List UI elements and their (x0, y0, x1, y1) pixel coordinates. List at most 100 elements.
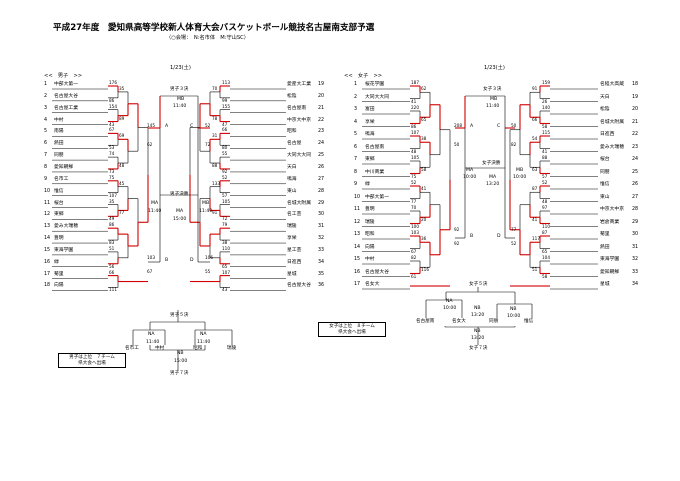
boys-final-venue: MA (176, 209, 184, 214)
team-seed-number: 14 (354, 244, 361, 250)
score-label: 92 (222, 168, 228, 174)
boys-final-time: 15:00 (173, 217, 187, 222)
score-label: 74 (109, 151, 115, 157)
team-seed-number: 11 (354, 207, 361, 212)
team-seed-number: 17 (44, 271, 51, 277)
team-seed-number: 23 (632, 144, 639, 150)
boys-fifth-nb-top: NA (200, 332, 207, 337)
score-label: 70 (411, 205, 417, 210)
score-label: 67 (411, 248, 417, 254)
team-name: 東山 (600, 194, 610, 200)
team-seed-number: 9 (44, 176, 48, 182)
bracket-position-label: D (497, 234, 501, 239)
team-name: 愛み大瑞穂 (600, 144, 624, 150)
score-label: 77 (411, 198, 417, 204)
team-seed-number: 33 (632, 269, 639, 275)
team-seed-number: 30 (632, 232, 639, 237)
score-label: 49 (109, 216, 115, 222)
semifinal-score: 92 (454, 241, 460, 246)
team-name: 中部大第一 (54, 82, 78, 87)
team-seed-number: 34 (318, 259, 325, 265)
team-name: 向陽 (54, 283, 64, 289)
score-label: 41 (532, 217, 538, 223)
boys-seventh-label: 男子７決 (170, 371, 189, 376)
team-seed-number: 25 (318, 153, 325, 159)
semifinal-score: 82 (511, 142, 517, 147)
girls-seventh-na: NB (474, 329, 481, 334)
team-name: 名女大 (365, 282, 380, 287)
team-name: 桜台 (600, 157, 610, 162)
bracket-position-label: A (165, 124, 169, 129)
score-label: 69 (119, 133, 125, 139)
team-seed-number: 33 (318, 247, 325, 253)
team-seed-number: 22 (632, 132, 639, 137)
team-seed-number: 16 (354, 269, 361, 275)
score-label: 65 (542, 248, 548, 254)
score-label: 115 (542, 130, 550, 135)
score-label: 91 (212, 210, 218, 216)
bracket-position-label: D (190, 258, 194, 263)
team-seed-number: 9 (354, 182, 358, 187)
girls-semi-b-venue: MB (516, 168, 524, 173)
bracket-position-label: B (470, 234, 474, 239)
girls-third-place-label: 女子３決 (483, 87, 502, 92)
girls-fifth-na: NA (446, 299, 453, 304)
team-seed-number: 28 (632, 207, 639, 212)
team-seed-number: 7 (44, 153, 48, 159)
score-label: 117 (532, 236, 540, 242)
team-name: 名古屋大谷 (287, 283, 311, 289)
team-name: 天白 (600, 94, 610, 100)
team-seed-number: 6 (354, 144, 358, 150)
team-name: 東海学園 (600, 257, 620, 262)
team-seed-number: 6 (44, 141, 48, 147)
team-name: 瑞陵 (365, 219, 375, 225)
team-name: 星城 (287, 271, 297, 277)
team-seed-number: 5 (354, 132, 358, 137)
team-seed-number: 27 (318, 176, 325, 182)
score-label: 52 (411, 180, 417, 185)
score-label: 66 (532, 117, 538, 123)
team-name: 名城大附属 (600, 119, 624, 125)
team-name: 鳴海 (365, 132, 375, 137)
boys-semi-a-time: 11:40 (148, 209, 162, 214)
score-label: 107 (109, 192, 117, 198)
score-label: 79 (222, 222, 228, 228)
team-seed-number: 5 (44, 129, 48, 135)
team-seed-number: 8 (44, 164, 48, 170)
girls-semi-b-time: 10:00 (513, 175, 527, 180)
score-label: 83 (109, 240, 115, 246)
team-seed-number: 13 (354, 232, 361, 237)
score-label: 111 (109, 287, 117, 293)
girls-fifth-team-3: 同朋 (489, 319, 499, 324)
girls-semi-a-time: 10:00 (463, 175, 477, 180)
team-name: 熱田 (54, 141, 64, 147)
score-label: 73 (109, 168, 115, 174)
team-seed-number: 15 (354, 257, 361, 262)
team-seed-number: 25 (632, 169, 639, 175)
team-name: 菊里 (54, 271, 64, 277)
team-seed-number: 35 (318, 271, 325, 277)
score-label: 105 (411, 155, 419, 160)
score-label: 48 (542, 198, 548, 204)
team-name: 同朋 (54, 153, 64, 159)
score-label: 48 (119, 163, 125, 169)
score-label: 104 (542, 255, 550, 260)
team-seed-number: 16 (44, 259, 51, 265)
boys-semi-b-venue: MB (202, 201, 210, 206)
score-label: 43 (109, 121, 115, 127)
team-name: 愛み大瑞穂 (54, 224, 78, 230)
score-label: 54 (532, 136, 538, 142)
team-name: 名古屋南 (365, 144, 385, 150)
boys-fifth-team-1: 名市工 (125, 346, 139, 351)
boys-fifth-team-4: 瑞陵 (227, 346, 237, 351)
team-name: 名古屋大谷 (365, 269, 389, 275)
team-seed-number: 28 (318, 188, 325, 194)
team-name: 星工芸 (287, 247, 302, 253)
team-name: 享栄 (365, 119, 375, 125)
score-label: 58 (542, 273, 548, 279)
team-seed-number: 1 (354, 82, 358, 87)
girls-semi-a-venue: MA (466, 168, 474, 173)
girls-fifth-nb-time: 10:00 (507, 314, 521, 319)
girls-final-time: 13:20 (486, 182, 500, 187)
team-name: 名古屋工業 (54, 105, 78, 111)
